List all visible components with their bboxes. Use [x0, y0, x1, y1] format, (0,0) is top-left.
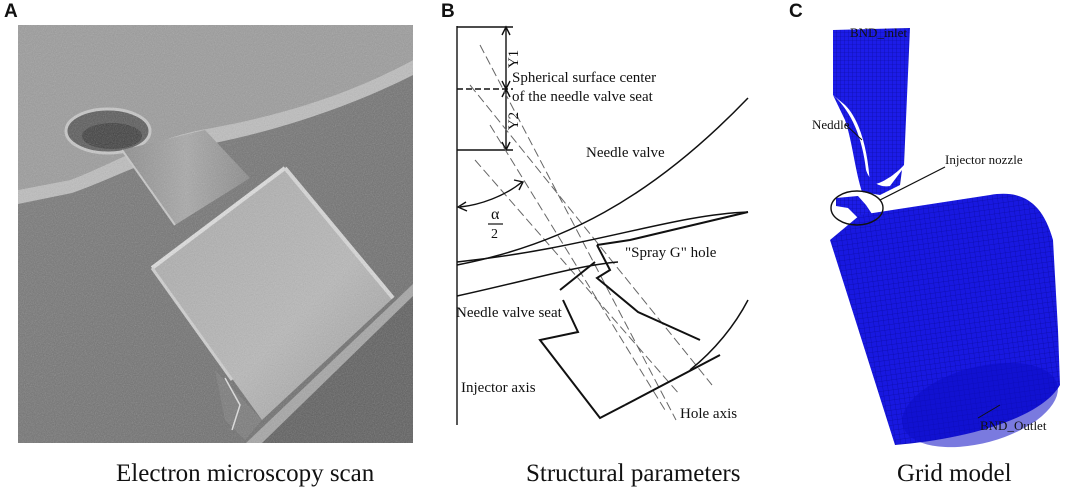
spray-g-hole-outline	[538, 211, 749, 420]
needle-label: Neddle	[812, 117, 850, 132]
alpha-label: α	[491, 206, 500, 223]
y1-label: Y1	[506, 50, 522, 68]
needle-mesh	[833, 95, 902, 195]
bnd-inlet-label: BND_inlet	[850, 25, 907, 40]
alpha-denominator-label: 2	[491, 227, 498, 242]
panel-a-caption: Electron microscopy scan	[116, 460, 375, 487]
spherical-center-label-line1: Spherical surface center	[512, 70, 656, 86]
panel-c-caption: Grid model	[897, 460, 1012, 487]
panel-a-letter: A	[4, 1, 18, 22]
spray-g-hole-label: "Spray G" hole	[625, 245, 717, 261]
nozzle-mesh	[836, 196, 872, 218]
panel-c-letter: C	[789, 1, 803, 22]
hole-axis-label: Hole axis	[680, 406, 737, 422]
hole-axis-lines	[469, 44, 713, 421]
needle-valve-outline	[456, 97, 749, 371]
inlet-mesh	[833, 28, 910, 185]
injector-nozzle-highlight	[830, 190, 884, 226]
alpha-angle-arc	[456, 179, 525, 212]
spherical-center-label-line2: of the needle valve seat	[512, 89, 654, 105]
dimension-lines	[456, 25, 513, 425]
panel-b-caption: Structural parameters	[526, 460, 741, 487]
panel-b-letter: B	[441, 1, 455, 22]
bnd-outlet-label: BND_Outlet	[980, 418, 1047, 433]
injector-nozzle-label: Injector nozzle	[945, 152, 1023, 167]
needle-valve-seat-label: Needle valve seat	[456, 305, 563, 321]
injector-axis-label: Injector axis	[461, 380, 536, 396]
needle-valve-label: Needle valve	[586, 145, 665, 161]
y2-label: Y2	[506, 112, 522, 130]
